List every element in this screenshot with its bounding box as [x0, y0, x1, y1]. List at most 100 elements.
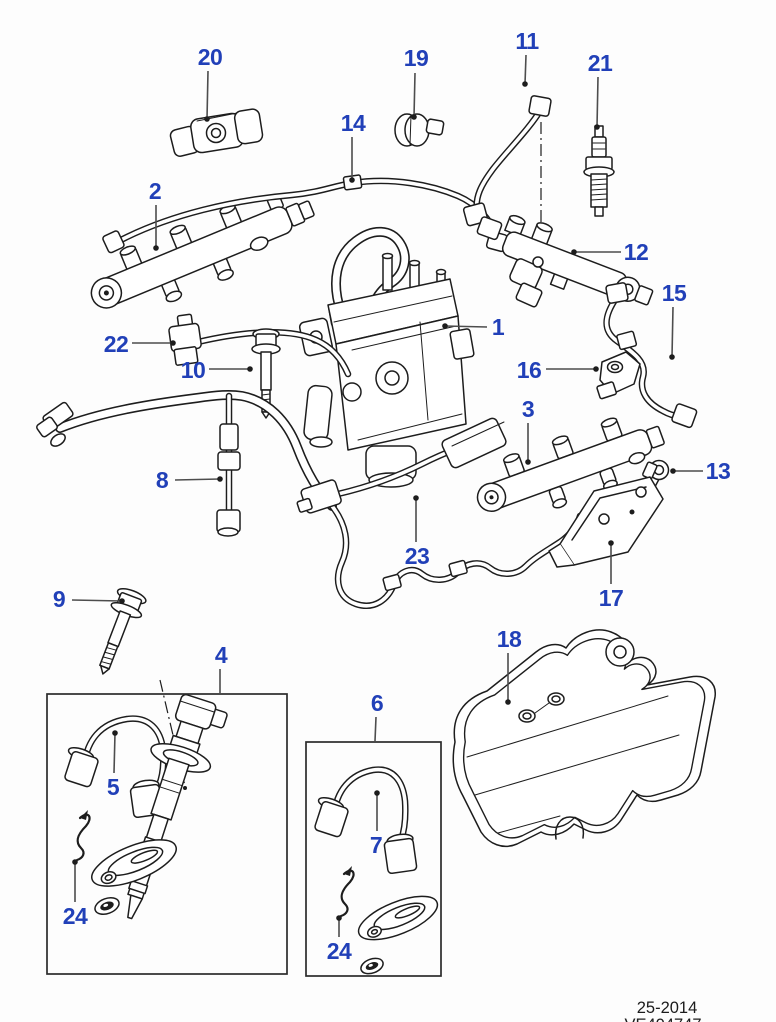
part-22-connector-drawing [168, 313, 352, 378]
part-callout-13: 13 [670, 458, 731, 484]
diagram-code-partial: VE404747 [624, 1016, 701, 1022]
part-number-label: 3 [522, 396, 534, 422]
leader-dot [608, 540, 614, 546]
part-callout-21: 21 [588, 50, 613, 130]
part-number-label: 20 [198, 44, 223, 70]
part-number-label: 13 [706, 458, 731, 484]
leader-dot [217, 476, 223, 482]
part-number-label: 4 [215, 642, 228, 668]
part-callout-11: 11 [515, 28, 540, 87]
leader-dot [594, 124, 600, 130]
part-23-harness-drawing [296, 417, 507, 514]
part-number-label: 1 [492, 314, 505, 340]
leader-line [524, 54, 527, 85]
part-18-heat-shield-drawing [452, 629, 716, 848]
leader-line [374, 716, 377, 742]
part-number-label: 16 [517, 357, 542, 383]
part-9-bolt-drawing [99, 587, 187, 790]
part-14-fuel-pipe-drawing [102, 174, 508, 254]
leader-dot [442, 323, 448, 329]
part-19-grommet-drawing [394, 113, 445, 147]
part-11-fuel-pipe-drawing [462, 95, 552, 241]
part-callout-1: 1 [442, 314, 505, 340]
leader-line [596, 76, 599, 128]
part-number-label: 24 [63, 903, 88, 929]
part-callout-5: 5 [107, 730, 120, 800]
part-number-label: 22 [104, 331, 129, 357]
leader-dot [411, 114, 417, 120]
leader-dot [670, 468, 676, 474]
part-8-fuel-hose-drawing [36, 389, 337, 537]
leader-dot [522, 81, 528, 87]
leader-dot [593, 366, 599, 372]
leader-dot [247, 366, 253, 372]
part-callout-4: 4 [215, 642, 228, 693]
part-callout-16: 16 [517, 357, 599, 383]
leader-dot [119, 598, 125, 604]
leader-dot [349, 177, 355, 183]
part-12-fuel-rail-right-drawing [501, 214, 654, 308]
part-number-label: 11 [515, 28, 539, 54]
leader-line [671, 306, 674, 358]
part-number-label: 9 [53, 586, 65, 612]
leak-off-pipe-drawing [328, 502, 584, 609]
kit-b-contents-drawing [314, 766, 439, 975]
part-21-glow-plug-drawing [583, 125, 615, 217]
kit-box [305, 741, 442, 977]
part-callout-19: 19 [404, 45, 429, 120]
leader-dot [170, 340, 176, 346]
part-callout-10: 10 [181, 357, 253, 383]
leader-dot [153, 245, 159, 251]
part-callout-6: 6 [371, 690, 384, 742]
part-number-label: 6 [371, 690, 383, 716]
diagram-code: 25-2014 [637, 999, 698, 1017]
leader-dot [413, 495, 419, 501]
part-number-label: 23 [405, 543, 430, 569]
part-3-fuel-rail-lower-drawing [476, 417, 665, 513]
part-15-fuel-pipe-drawing [603, 282, 698, 429]
leader-line [71, 599, 123, 602]
part-number-label: 5 [107, 774, 120, 800]
leader-line [413, 72, 416, 118]
leader-dot [505, 699, 511, 705]
leader-dot [374, 790, 380, 796]
part-callout-17: 17 [599, 540, 624, 611]
part-callout-8: 8 [156, 467, 223, 493]
part-callout-15: 15 [662, 280, 687, 360]
leader-line [174, 478, 221, 481]
part-number-label: 2 [149, 178, 161, 204]
leader-dot [669, 354, 675, 360]
leader-dot [112, 730, 118, 736]
part-17-bracket-drawing [548, 461, 664, 568]
part-callout-2: 2 [149, 178, 162, 251]
part-number-label: 19 [404, 45, 429, 71]
leader-dot [525, 459, 531, 465]
part-number-label: 21 [588, 50, 613, 76]
part-callout-22: 22 [104, 331, 176, 357]
kit-box [46, 693, 288, 975]
part-16-bracket-drawing [596, 351, 641, 400]
leader-dot [72, 859, 78, 865]
kit-a-contents-drawing [64, 693, 228, 920]
part-callout-24: 24 [63, 859, 88, 929]
leader-line [444, 325, 488, 328]
part-callout-9: 9 [53, 586, 125, 612]
part-callout-24: 24 [327, 915, 352, 964]
callout-layer: 20 19 11 21 14 2 12 15 22 10 1 16 3 8 13 23 17 9 4 5 24 6 7 24 1… [46, 28, 731, 977]
part-number-label: 17 [599, 585, 624, 611]
part-callout-14: 14 [341, 110, 366, 183]
part-number-label: 18 [497, 626, 522, 652]
part-callout-23: 23 [405, 495, 430, 569]
part-1-injection-pump-drawing [298, 252, 475, 488]
part-number-label: 24 [327, 938, 352, 964]
part-number-label: 7 [370, 832, 382, 858]
part-number-label: 12 [624, 239, 649, 265]
part-callout-3: 3 [522, 396, 535, 465]
part-2-fuel-rail-left-drawing [90, 194, 315, 309]
part-number-label: 14 [341, 110, 366, 136]
part-20-clamp-drawing [169, 108, 264, 157]
leader-dot [571, 249, 577, 255]
part-callout-20: 20 [198, 44, 223, 122]
